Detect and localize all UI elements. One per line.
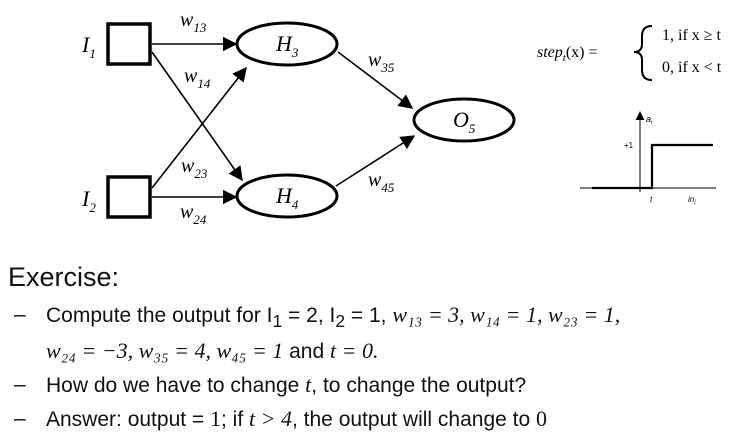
step-function-case1: 1, if x ≥ t <box>662 27 722 44</box>
b1-and: and <box>283 340 331 364</box>
node-label-i1: I1 <box>81 32 96 61</box>
step-plot-x-label: ini <box>688 195 696 206</box>
hidden-node-h3 <box>235 21 339 67</box>
bullet-compute: – Compute the output for I1 = 2, I2 = 1,… <box>14 300 744 366</box>
step-function-brace <box>633 25 653 81</box>
b1-i1-sub: 1 <box>272 311 283 332</box>
input-node-i2 <box>106 175 152 219</box>
step-plot-x-tick: t <box>650 195 653 204</box>
b1-i2-value: = 1, <box>345 304 393 327</box>
weight-label-w13: w13 <box>180 9 207 35</box>
bullet-dash: – <box>14 373 26 397</box>
step-function-case2: 0, if x < t <box>662 59 722 76</box>
weight-label-w35: w35 <box>368 49 395 75</box>
node-label-h4: H4 <box>275 183 299 212</box>
b2-t: t <box>305 372 312 398</box>
b3-one: 1 <box>210 406 222 432</box>
node-label-i2: I2 <box>81 186 96 215</box>
exercise-bullets: – Compute the output for I1 = 2, I2 = 1,… <box>14 300 744 438</box>
node-label-h3: H3 <box>275 31 299 60</box>
bullet-dash: – <box>14 303 26 326</box>
b1-i1-value: = 2, I <box>282 304 336 327</box>
edge-w45 <box>335 135 416 187</box>
edge-w35 <box>337 51 414 109</box>
b1-prefix: Compute the output for I <box>46 304 273 327</box>
b1-weights-1: w₁₃ = 3, w₁₄ = 1, w₂₃ = 1, <box>392 302 621 327</box>
weight-label-w14: w14 <box>184 65 211 91</box>
edge-w23 <box>151 66 247 189</box>
bullet-change-t: – How do we have to change t, to change … <box>14 370 744 400</box>
bullet-answer: – Answer: output = 1; if t > 4, the outp… <box>14 404 744 434</box>
b1-continuation: w₂₄ = −3, w₃₅ = 4, w₄₅ = 1 and t = 0. <box>46 336 744 366</box>
exercise-title: Exercise: <box>8 262 120 292</box>
b3-suffix: , the output will change to <box>292 408 536 432</box>
weight-label-w24: w24 <box>180 201 207 227</box>
neural-network-diagram: I1 I2 H3 H4 O5 w13 w14 w23 w24 w35 w45 s… <box>81 9 722 227</box>
b1-i2-sub: 2 <box>335 311 346 332</box>
b3-mid: ; if <box>221 408 250 432</box>
input-node-i1 <box>106 22 152 66</box>
edge-w14 <box>151 51 243 182</box>
step-function-lhs: stept(x) = <box>537 44 598 64</box>
step-plot-curve <box>592 143 713 190</box>
step-plot-y-label: ai <box>646 114 653 126</box>
b2-suffix: , to change the output? <box>311 374 527 398</box>
node-label-o5: O5 <box>453 107 476 136</box>
step-plot-y-tick: +1 <box>624 141 634 150</box>
hidden-node-h4 <box>235 173 339 219</box>
bullet-dash: – <box>14 407 26 431</box>
b3-condition: t > 4 <box>249 406 292 432</box>
b1-weights-2: w₂₄ = −3, w₃₅ = 4, w₄₅ = 1 <box>46 338 284 364</box>
weight-label-w45: w45 <box>368 169 395 195</box>
output-node-o5 <box>412 97 516 143</box>
b3-prefix: Answer: output = <box>46 408 211 432</box>
weight-label-w23: w23 <box>181 155 208 181</box>
b2-prefix: How do we have to change <box>46 374 306 398</box>
b3-zero: 0 <box>536 406 547 432</box>
b1-threshold: t = 0. <box>330 338 379 364</box>
